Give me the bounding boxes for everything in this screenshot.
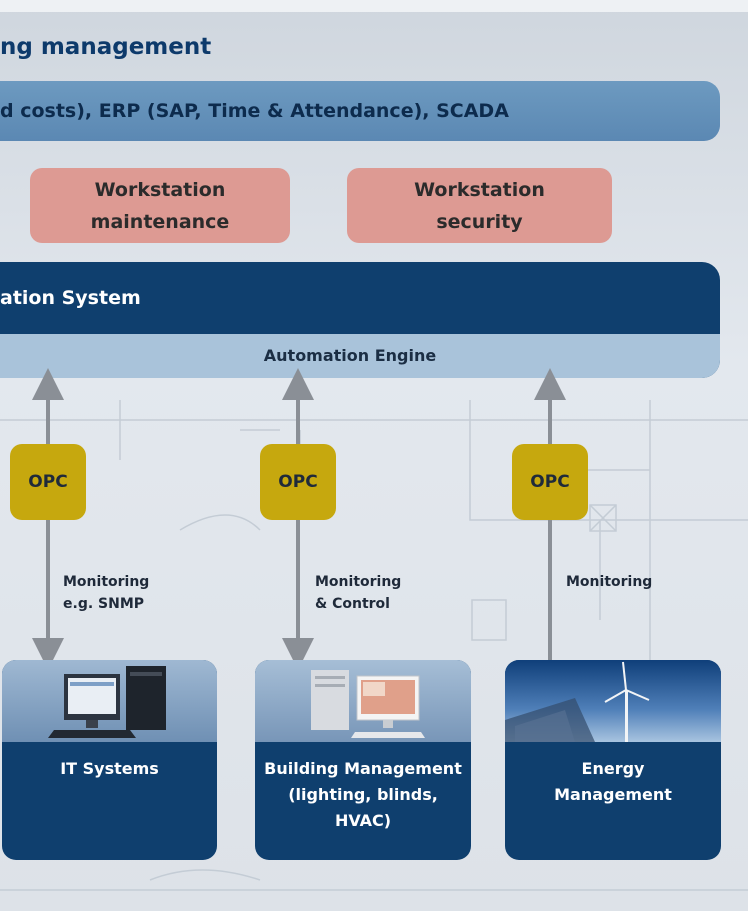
workstation-maintenance-box: Workstation maintenance <box>30 168 290 243</box>
energy-management-box: Energy Management <box>505 660 721 860</box>
connection-line2: e.g. SNMP <box>63 596 145 612</box>
system-line1: Building Management <box>264 759 462 778</box>
system-line1: IT Systems <box>60 759 159 778</box>
workstation-line1: Workstation <box>94 178 226 201</box>
enterprise-systems-bar: d costs), ERP (SAP, Time & Attendance), … <box>0 81 720 141</box>
connection-line1: Monitoring <box>315 574 402 590</box>
system-line2: (lighting, blinds, <box>288 785 438 804</box>
connection-line1: Monitoring <box>566 574 653 590</box>
workstation-line2: maintenance <box>90 210 230 233</box>
opc-box-building: OPC <box>260 444 336 520</box>
connection-line2: & Control <box>315 596 390 612</box>
computer-tower-icon <box>2 660 217 742</box>
building-management-label: Building Management (lighting, blinds, H… <box>255 742 471 834</box>
opc-box-energy: OPC <box>512 444 588 520</box>
system-line1: Energy <box>581 759 645 778</box>
building-automation-system-box: ation System Automation Engine <box>0 262 720 378</box>
connection-line1: Monitoring <box>63 574 150 590</box>
workstation-security-box: Workstation security <box>347 168 612 243</box>
building-management-box: Building Management (lighting, blinds, H… <box>255 660 471 860</box>
opc-box-it: OPC <box>10 444 86 520</box>
connection-label-it: Monitoring e.g. SNMP <box>63 571 149 615</box>
workstation-line1: Workstation <box>414 178 545 201</box>
connection-label-energy: Monitoring <box>566 571 652 593</box>
energy-management-label: Energy Management <box>505 742 721 808</box>
automation-engine-bar: Automation Engine <box>0 334 720 378</box>
wind-turbine-icon <box>505 660 721 742</box>
system-line2: Management <box>554 785 672 804</box>
top-band <box>0 0 748 12</box>
page-title: ng management <box>0 34 212 60</box>
system-line3: HVAC) <box>334 811 392 830</box>
workstation-line2: security <box>436 210 523 233</box>
desktop-computer-icon <box>255 660 471 742</box>
it-systems-label: IT Systems <box>2 742 217 782</box>
it-systems-box: IT Systems <box>2 660 217 860</box>
connection-label-building: Monitoring & Control <box>315 571 401 615</box>
bas-title: ation System <box>0 287 141 309</box>
